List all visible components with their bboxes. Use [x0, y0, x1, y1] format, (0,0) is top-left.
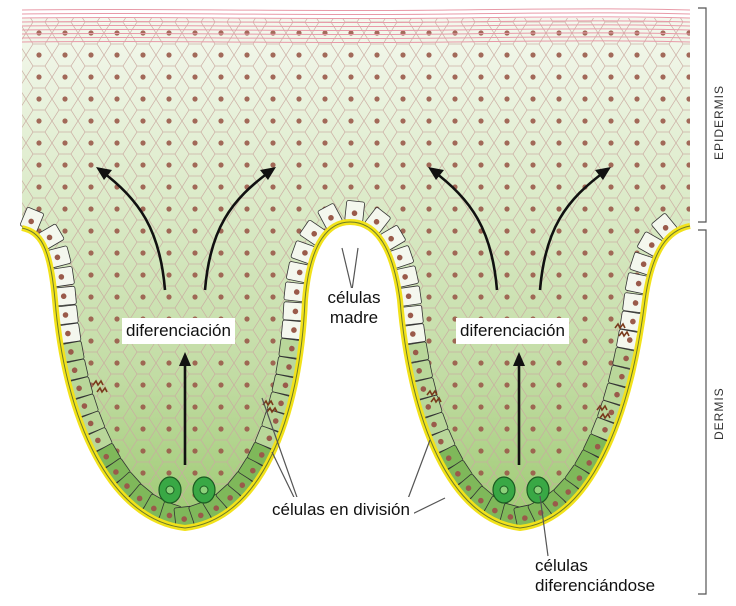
surface-layer-line: [22, 9, 690, 11]
label-stem-cells: células madre: [318, 288, 390, 328]
label-stem-cells-line2: madre: [318, 308, 390, 328]
label-differentiation-right: diferenciación: [456, 318, 569, 344]
label-differentiating-line1: células: [535, 556, 655, 576]
dividing-cell-nucleus: [500, 486, 508, 494]
basal-cell: [283, 302, 304, 321]
pointer-stem-2: [352, 248, 358, 290]
dividing-cell-nucleus: [166, 486, 174, 494]
dividing-cell-nucleus: [534, 486, 542, 494]
layer-bracket: [698, 8, 706, 594]
surface-layer-line: [22, 13, 690, 15]
label-differentiating-line2: diferenciándose: [535, 576, 655, 596]
label-dividing-cells: células en división: [268, 497, 414, 523]
basal-cell: [345, 200, 365, 222]
label-differentiating-cells: células diferenciándose: [535, 556, 655, 596]
dermis-bracket: [698, 230, 706, 594]
dividing-cell-nucleus: [200, 486, 208, 494]
label-stem-cells-line1: células: [318, 288, 390, 308]
side-label-epidermis: EPIDERMIS: [712, 85, 726, 160]
side-label-dermis: DERMIS: [712, 387, 726, 440]
epidermis-bracket: [698, 8, 706, 222]
pointer-stem-1: [342, 248, 352, 290]
label-differentiation-left: diferenciación: [122, 318, 235, 344]
